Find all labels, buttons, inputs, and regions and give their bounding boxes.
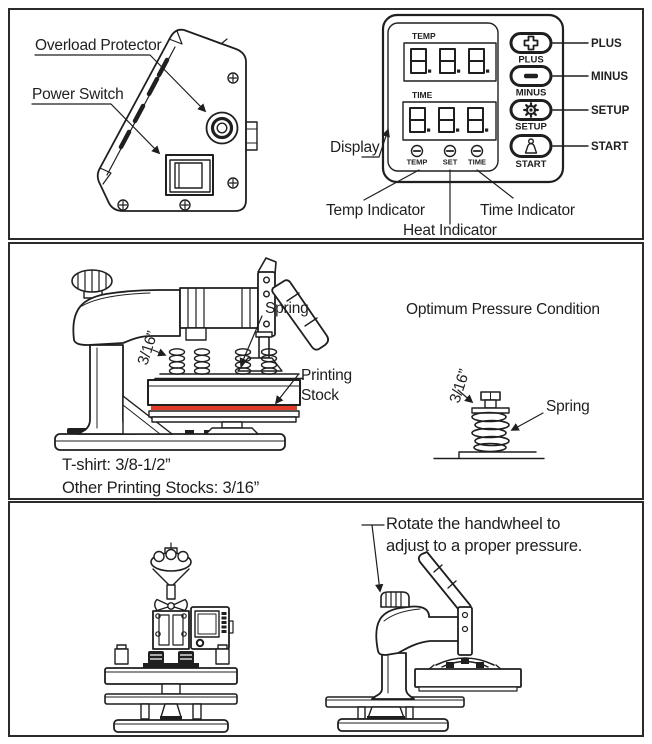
detail-spring-leader-line (510, 412, 544, 431)
minus-icon (524, 73, 538, 79)
time-indicator-label: Time Indicator (480, 202, 575, 219)
control-box-front (190, 606, 234, 650)
handwheel-front (150, 547, 192, 586)
time-display-label: TIME (412, 90, 433, 100)
power-switch (165, 154, 214, 196)
temp-led-caption: TEMP (407, 158, 428, 167)
section3-drawing: Rotate the handwheel to adjust to a prop… (104, 515, 582, 733)
control-panel-drawing: TEMP TIME T (381, 13, 630, 184)
spring-label: Spring (265, 300, 309, 317)
screw-icon (227, 177, 239, 189)
vent-slots (118, 57, 170, 150)
temp-display-digits (410, 48, 490, 74)
start-button-caption: START (516, 159, 547, 170)
set-led-caption: SET (443, 158, 458, 167)
printing-stock-leader-line (274, 374, 299, 405)
press-side-view-drawing (54, 257, 330, 451)
screw-icons (117, 72, 239, 211)
raised-handle (417, 551, 473, 616)
display-label: Display (330, 139, 380, 156)
indicator-leds (410, 144, 484, 158)
section2-drawing: Spring 3/16” Printing Stock T-shirt: 3/8… (54, 257, 600, 497)
wing-nut (154, 598, 188, 612)
start-button (509, 134, 553, 158)
optimum-pressure-title: Optimum Pressure Condition (406, 301, 600, 318)
raised-upper-platen (414, 668, 522, 688)
power-switch-label: Power Switch (32, 86, 124, 103)
gap-leader-line (152, 348, 167, 357)
minus-button-caption: MINUS (516, 88, 547, 99)
machine-side-panel-drawing (96, 28, 258, 212)
lower-platen (148, 410, 300, 418)
power-leader-line (31, 103, 161, 155)
temp-display (403, 42, 497, 82)
start-callout-label: START (591, 141, 628, 153)
handwheel-raised (380, 591, 410, 608)
screw-icon (227, 72, 239, 84)
time-display-digits (409, 107, 489, 133)
detail-spring-coil (471, 411, 510, 453)
time-indicator-led (470, 144, 484, 158)
section-handwheel: Rotate the handwheel to adjust to a prop… (8, 501, 644, 737)
temp-indicator-leader (363, 169, 420, 201)
panel-outer-frame (381, 13, 565, 184)
rotate-note-line2: adjust to a proper pressure. (386, 537, 582, 555)
press-icon (524, 138, 538, 154)
plus-button (509, 32, 553, 54)
printing-stock-label-line1: Printing (301, 367, 352, 384)
temp-indicator-led (410, 144, 424, 158)
minus-button (509, 65, 553, 87)
spring-leader-line (239, 315, 263, 367)
setup-button (509, 99, 553, 121)
press-front-view-drawing (104, 542, 238, 733)
front-upper-platen (104, 667, 238, 685)
upper-platen (147, 379, 301, 406)
heat-indicator-label: Heat Indicator (403, 222, 497, 238)
rotate-leader-line (371, 524, 384, 593)
minus-callout-label: MINUS (591, 71, 628, 83)
plus-icon (523, 35, 539, 51)
section-pressure: Spring 3/16” Printing Stock T-shirt: 3/8… (8, 242, 644, 500)
time-indicator-leader (476, 169, 514, 199)
printing-stock-label-line2: Stock (301, 387, 339, 404)
other-stocks-note: Other Printing Stocks: 3/16” (62, 479, 259, 497)
raised-base (337, 718, 449, 732)
display-leader-line (361, 128, 390, 158)
tshirt-note: T-shirt: 3/8-1/2” (62, 456, 170, 474)
screw-icon (117, 199, 129, 211)
printing-stock-layer (151, 406, 297, 410)
temp-indicator-label: Temp Indicator (326, 202, 425, 219)
side-tab (245, 121, 258, 151)
plus-callout-label: PLUS (591, 38, 622, 50)
plus-button-caption: PLUS (518, 55, 543, 66)
setup-callout-label: SETUP (591, 105, 630, 117)
overload-protector-button (205, 111, 239, 145)
gear-icon (523, 102, 539, 118)
front-lower-platen (104, 693, 238, 705)
time-led-caption: TIME (468, 158, 486, 167)
detail-spring-label: Spring (546, 398, 590, 415)
set-indicator-led (443, 144, 457, 158)
temp-display-label: TEMP (412, 31, 436, 41)
front-springs (148, 651, 194, 664)
spring-detail-drawing (433, 391, 545, 460)
front-base (113, 719, 229, 733)
section1-drawing: Overload Protector Power Switch TEMP TIM… (31, 13, 630, 238)
clamp-bracket (152, 610, 190, 650)
overload-leader-line (34, 54, 207, 113)
time-display (402, 101, 497, 141)
setup-button-caption: SETUP (515, 122, 547, 133)
screw-icon (179, 199, 191, 211)
rotate-note-line1: Rotate the handwheel to (386, 515, 560, 533)
press-raised-view-drawing (325, 551, 522, 732)
overload-protector-label: Overload Protector (35, 37, 162, 54)
detail-gap-leader-line (457, 389, 474, 404)
panel-inner-frame (387, 22, 499, 172)
section-controls: Overload Protector Power Switch TEMP TIM… (8, 8, 644, 240)
press-handle (271, 279, 330, 351)
